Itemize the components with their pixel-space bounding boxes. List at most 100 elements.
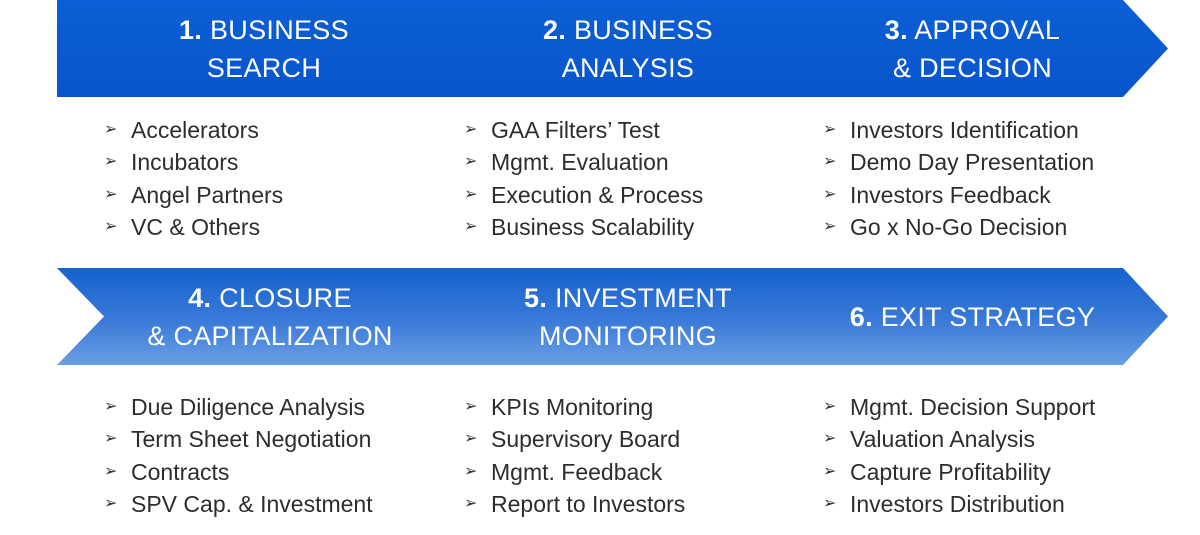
arrowhead-bullet-icon: ➢ (104, 153, 118, 171)
stage-1-title-line1: BUSINESS (209, 14, 349, 45)
list-item: ➢ Report to Investors (464, 488, 685, 520)
list-item-label: Valuation Analysis (850, 426, 1035, 453)
list-item-label: Mgmt. Evaluation (491, 149, 669, 176)
arrowhead-bullet-icon: ➢ (464, 121, 478, 139)
arrowhead-bullet-icon: ➢ (823, 462, 837, 480)
list-item: ➢ Mgmt. Evaluation (464, 146, 703, 178)
arrowhead-bullet-icon: ➢ (823, 495, 837, 513)
list-item: ➢ GAA Filters’ Test (464, 114, 703, 146)
arrowhead-bullet-icon: ➢ (823, 430, 837, 448)
arrowhead-bullet-icon: ➢ (823, 121, 837, 139)
arrowhead-bullet-icon: ➢ (823, 185, 837, 203)
stage-1-chevron: 1. BUSINESS SEARCH (57, 0, 479, 97)
stage-6-title: 6. EXIT STRATEGY (822, 298, 1119, 336)
list-item: ➢ Demo Day Presentation (823, 146, 1094, 178)
arrowhead-bullet-icon: ➢ (104, 185, 118, 203)
list-item-label: VC & Others (131, 214, 261, 241)
stage-3-title-line2: & DECISION (892, 52, 1053, 83)
list-item-label: Investors Distribution (850, 491, 1065, 518)
list-item-label: Investors Feedback (850, 181, 1051, 208)
list-item-label: Business Scalability (491, 214, 695, 241)
stage-2-list: ➢ GAA Filters’ Test ➢ Mgmt. Evaluation ➢ Ex… (464, 114, 703, 243)
stage-3-list: ➢ Investors Identification ➢ Demo Day Pres… (823, 114, 1094, 243)
arrowhead-bullet-icon: ➢ (823, 218, 837, 236)
arrowhead-bullet-icon: ➢ (823, 153, 837, 171)
stage-6-number: 6. (849, 301, 873, 332)
list-item-label: Go x No-Go Decision (850, 214, 1068, 241)
arrowhead-bullet-icon: ➢ (104, 495, 118, 513)
list-item: ➢ Term Sheet Negotiation (104, 423, 373, 455)
list-item-label: Due Diligence Analysis (131, 394, 365, 421)
list-item-label: Execution & Process (491, 181, 704, 208)
list-item: ➢ Mgmt. Feedback (464, 456, 685, 488)
list-item-label: Incubators (131, 149, 239, 176)
arrowhead-bullet-icon: ➢ (104, 462, 118, 480)
stage-4-title-line2: & CAPITALIZATION (147, 320, 393, 351)
arrowhead-bullet-icon: ➢ (464, 462, 478, 480)
list-item: ➢ Business Scalability (464, 211, 703, 243)
list-item: ➢ Execution & Process (464, 179, 703, 211)
list-item: ➢ Contracts (104, 456, 373, 488)
stage-5-title: 5. INVESTMENT MONITORING (496, 279, 756, 355)
arrowhead-bullet-icon: ➢ (464, 153, 478, 171)
stage-1-title-line2: SEARCH (206, 52, 322, 83)
stage-3-chevron: 3. APPROVAL & DECISION (773, 0, 1168, 97)
list-item: ➢ Valuation Analysis (823, 423, 1095, 455)
stage-5-title-line2: MONITORING (538, 320, 717, 351)
stage-1-title: 1. BUSINESS SEARCH (179, 11, 357, 87)
stage-4-title-line1: CLOSURE (219, 282, 352, 313)
arrowhead-bullet-icon: ➢ (104, 430, 118, 448)
stage-6-chevron: 6. EXIT STRATEGY (773, 268, 1168, 365)
list-item-label: Report to Investors (491, 491, 686, 518)
list-item-label: KPIs Monitoring (491, 394, 654, 421)
list-item: ➢ Investors Identification (823, 114, 1094, 146)
list-item: ➢Supervisory Board (464, 423, 685, 455)
stage-3-title: 3. APPROVAL & DECISION (857, 11, 1084, 87)
stage-6-list: ➢ Mgmt. Decision Support ➢ Valuation Analy… (823, 391, 1095, 520)
list-item: ➢ Investors Distribution (823, 488, 1095, 520)
stage-2-number: 2. (543, 14, 567, 45)
list-item: ➢ Go x No-Go Decision (823, 211, 1094, 243)
stage-4-list: ➢Due Diligence Analysis ➢Term Sheet Nego… (104, 391, 373, 520)
stage-4-chevron: 4. CLOSURE & CAPITALIZATION (57, 268, 479, 365)
list-item: ➢ SPV Cap. & Investment (104, 488, 373, 520)
stage-1-list: ➢ Accelerators ➢ Incubators ➢ Angel Partner… (104, 114, 283, 243)
stage-3-title-line1: APPROVAL (914, 14, 1061, 45)
list-item-label: Contracts (131, 458, 230, 485)
list-item-label: Accelerators (131, 117, 259, 144)
list-item-label: Demo Day Presentation (850, 149, 1095, 176)
list-item: ➢ Investors Feedback (823, 179, 1094, 211)
arrowhead-bullet-icon: ➢ (464, 495, 478, 513)
stage-5-title-line1: INVESTMENT (554, 282, 732, 313)
arrowhead-bullet-icon: ➢ (823, 398, 837, 416)
arrowhead-bullet-icon: ➢ (104, 218, 118, 236)
stage-2-title-line2: ANALYSIS (561, 52, 695, 83)
stage-5-list: ➢ KPIs Monitoring ➢Supervisory Board ➢ Mgm… (464, 391, 685, 520)
list-item-label: Term Sheet Negotiation (131, 426, 372, 453)
list-item-label: Angel Partners (131, 181, 284, 208)
list-item: ➢Capture Profitability (823, 456, 1095, 488)
stage-6-title-line1: EXIT STRATEGY (880, 301, 1096, 332)
list-item-label: Investors Identification (850, 117, 1079, 144)
stage-1-number: 1. (179, 14, 203, 45)
stage-4-number: 4. (188, 282, 212, 313)
list-item: ➢ VC & Others (104, 211, 283, 243)
list-item-label: GAA Filters’ Test (491, 117, 660, 144)
arrowhead-bullet-icon: ➢ (464, 430, 478, 448)
list-item-label: SPV Cap. & Investment (131, 491, 373, 518)
list-item-label: Mgmt. Decision Support (850, 394, 1096, 421)
stage-2-title: 2. BUSINESS ANALYSIS (515, 11, 737, 87)
list-item: ➢ Angel Partners (104, 179, 283, 211)
arrowhead-bullet-icon: ➢ (464, 185, 478, 203)
arrowhead-bullet-icon: ➢ (104, 121, 118, 139)
list-item: ➢ KPIs Monitoring (464, 391, 685, 423)
stage-2-chevron: 2. BUSINESS ANALYSIS (415, 0, 837, 97)
arrowhead-bullet-icon: ➢ (464, 398, 478, 416)
list-item: ➢ Mgmt. Decision Support (823, 391, 1095, 423)
list-item: ➢Due Diligence Analysis (104, 391, 373, 423)
list-item-label: Mgmt. Feedback (491, 458, 663, 485)
list-item: ➢ Accelerators (104, 114, 283, 146)
stage-5-chevron: 5. INVESTMENT MONITORING (415, 268, 837, 365)
stage-5-number: 5. (524, 282, 548, 313)
arrowhead-bullet-icon: ➢ (464, 218, 478, 236)
